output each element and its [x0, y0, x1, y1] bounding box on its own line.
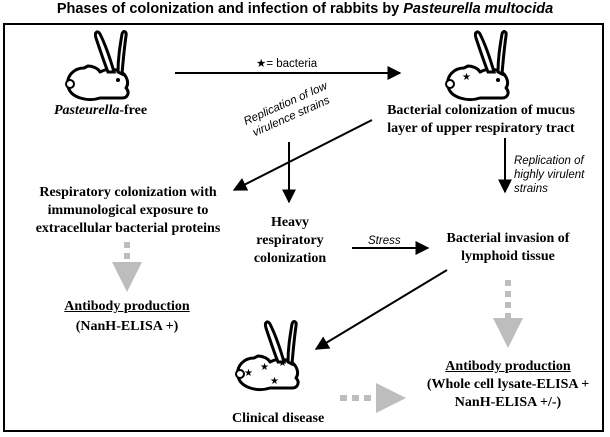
node-pasteurella-free: Pasteurella-free	[54, 102, 147, 120]
pasteurella-free-rest: -free	[119, 103, 148, 118]
antibody-right-title: Antibody production	[445, 359, 571, 374]
heavy-line-2: respiratory	[256, 233, 324, 248]
respiratory-line-2: immunological exposure to	[47, 203, 209, 218]
heavy-line-1: Heavy	[270, 215, 310, 230]
diagram-title: Phases of colonization and infection of …	[0, 1, 610, 17]
antibody-right-line-1: (Whole cell lysate-ELISA +	[426, 377, 590, 392]
high-virulence-line-2: highly virulent	[514, 169, 585, 181]
node-invasion-lymphoid: Bacterial invasion of lymphoid tissue	[428, 230, 588, 266]
diagram-frame	[3, 23, 604, 432]
title-main: Phases of colonization and infection of …	[56, 1, 404, 17]
svg-text:★: ★	[270, 376, 279, 387]
bacteria-legend: ★= bacteria	[256, 56, 317, 70]
bacteria-legend-text: = bacteria	[266, 58, 318, 70]
antibody-left-detail: (NanH-ELISA +)	[75, 319, 179, 334]
node-clinical-disease: Clinical disease	[232, 411, 325, 426]
node-respiratory-colonization: Respiratory colonization with immunologi…	[8, 184, 248, 238]
svg-text:★: ★	[278, 358, 287, 369]
colonization-line-1: Bacterial colonization of mucus	[387, 103, 575, 118]
svg-text:★: ★	[462, 72, 471, 83]
node-colonization-mucus: Bacterial colonization of mucus layer of…	[356, 102, 606, 138]
rabbit-healthy-icon	[65, 30, 130, 101]
high-virulence-line-3: strains	[514, 183, 548, 195]
label-high-virulence: Replication of highly virulent strains	[514, 154, 584, 196]
rabbit-colonized-icon: ★	[445, 30, 510, 101]
rabbit-diseased-icon: ★ ★ ★ ★	[235, 320, 300, 391]
high-virulence-line-1: Replication of	[514, 155, 584, 167]
colonization-line-2: layer of upper respiratory tract	[387, 121, 575, 136]
invasion-line-2: lymphoid tissue	[461, 249, 555, 264]
title-italic: Pasteurella multocida	[403, 1, 554, 17]
pasteurella-free-italic: Pasteurella	[54, 103, 120, 118]
star-icon: ★	[256, 58, 267, 70]
node-antibody-right: Antibody production (Whole cell lysate-E…	[408, 358, 608, 412]
arrow-colonization-to-respiratory	[232, 119, 373, 191]
antibody-left-title: Antibody production	[64, 299, 190, 314]
antibody-right-line-2: NanH-ELISA +/-)	[454, 395, 562, 410]
respiratory-line-3: extracellular bacterial proteins	[35, 221, 221, 236]
label-stress: Stress	[368, 235, 401, 247]
invasion-line-1: Bacterial invasion of	[446, 231, 570, 246]
svg-text:★: ★	[244, 368, 253, 379]
svg-text:★: ★	[260, 362, 269, 373]
node-antibody-left: Antibody production (NanH-ELISA +)	[20, 298, 234, 336]
node-heavy-colonization: Heavy respiratory colonization	[240, 214, 340, 268]
heavy-line-3: colonization	[253, 251, 327, 266]
arrow-invasion-to-clinical	[314, 269, 448, 350]
respiratory-line-1: Respiratory colonization with	[39, 185, 217, 200]
